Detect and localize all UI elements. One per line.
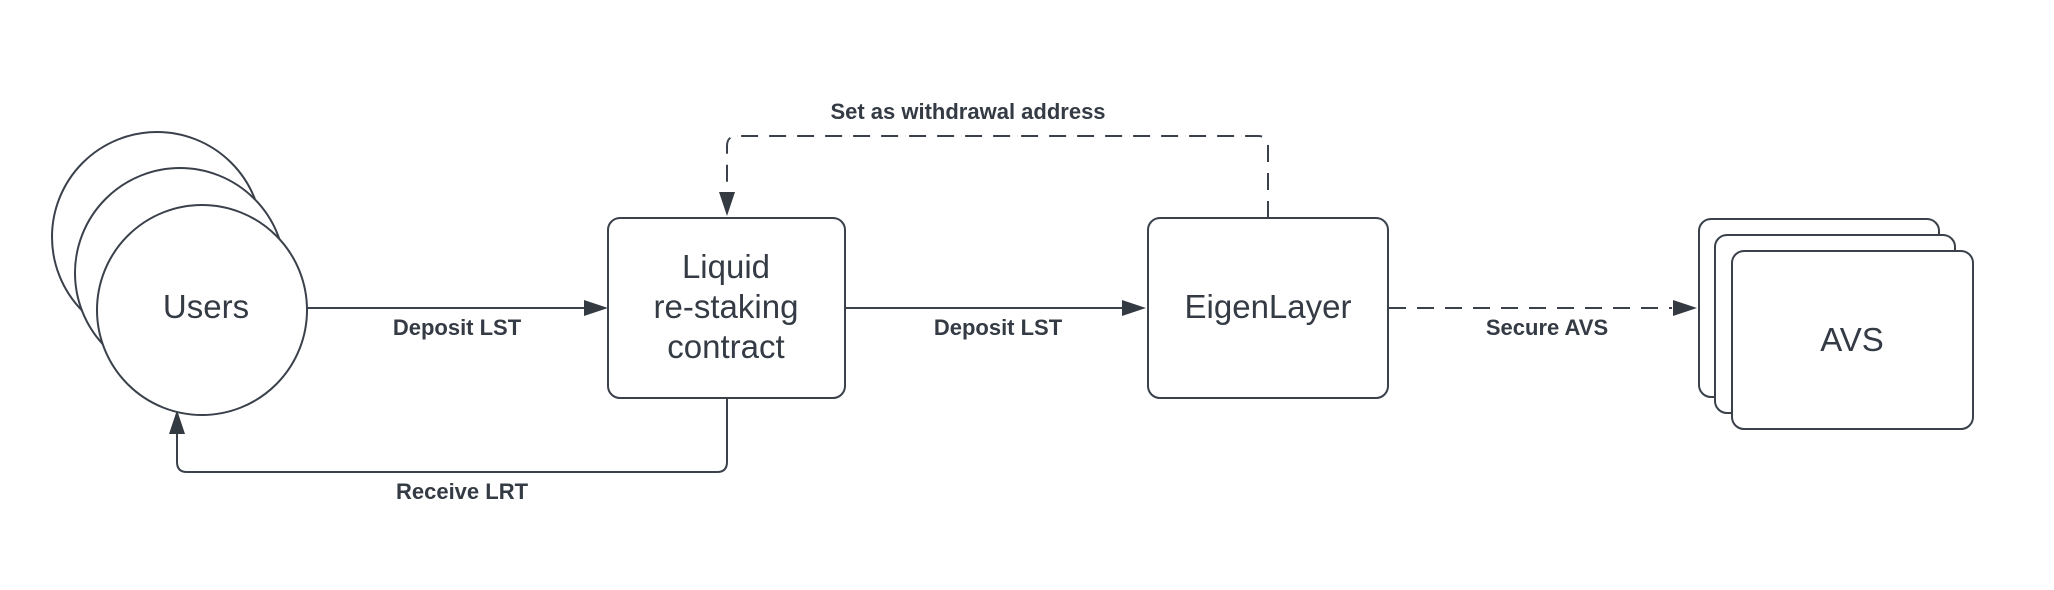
contract-node-label-line3: contract	[667, 328, 784, 365]
avs-box-front	[1731, 250, 1974, 430]
edge-label-deposit1: Deposit LST	[393, 315, 522, 340]
edge-label-secure: Secure AVS	[1486, 315, 1608, 340]
avs-node-label: AVS	[1820, 321, 1884, 358]
arrowhead-up-icon	[169, 410, 185, 434]
edge-deposit-users-to-contract: Deposit LST	[307, 300, 608, 343]
arrowhead-right-icon	[1122, 300, 1146, 316]
users-circle-front	[96, 204, 308, 416]
edge-receive-contract-to-users: Receive LRT	[169, 398, 728, 507]
contract-node-label-line1: Liquid	[682, 248, 770, 285]
edge-withdrawal-eigenlayer-to-contract: Set as withdrawal address	[719, 96, 1269, 218]
node-eigenlayer: EigenLayer	[1147, 217, 1389, 399]
withdrawal-edge-line	[726, 135, 1269, 218]
edge-deposit-contract-to-eigenlayer: Deposit LST	[845, 300, 1146, 343]
users-node-label: Users	[163, 288, 249, 325]
edge-label-deposit2: Deposit LST	[934, 315, 1063, 340]
eigenlayer-box	[1147, 217, 1389, 399]
arrowhead-right-icon	[1673, 300, 1697, 316]
contract-box	[607, 217, 846, 399]
node-avs: AVS	[1698, 218, 1974, 430]
edge-secure-eigenlayer-to-avs: Secure AVS	[1389, 300, 1697, 343]
arrowhead-right-icon	[584, 300, 608, 316]
node-restaking-contract: Liquid re-staking contract	[607, 217, 846, 399]
contract-node-label-line2: re-staking	[654, 288, 799, 325]
arrowhead-down-icon	[719, 192, 735, 216]
node-users: Users	[51, 131, 308, 416]
receive-edge-line	[176, 398, 728, 473]
edge-label-receive: Receive LRT	[396, 479, 529, 504]
edge-label-withdrawal: Set as withdrawal address	[830, 99, 1105, 124]
eigenlayer-node-label: EigenLayer	[1185, 288, 1352, 325]
